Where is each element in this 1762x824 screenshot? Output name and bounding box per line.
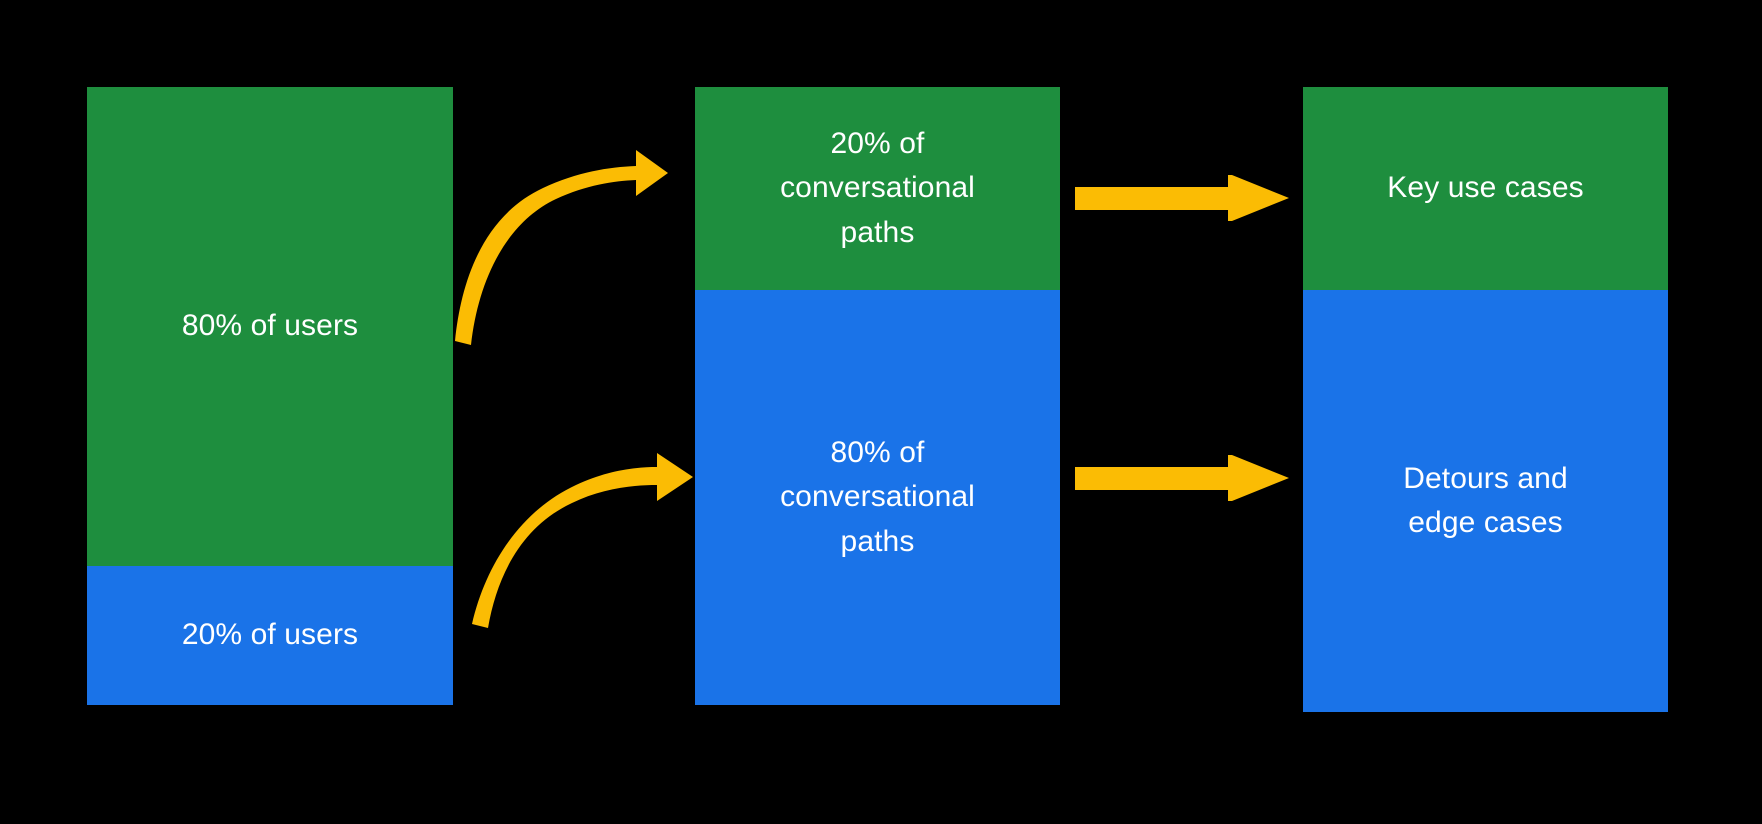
outcomes-column: Key use cases Detours and edge cases xyxy=(1303,87,1668,712)
users-column: 80% of users 20% of users xyxy=(87,87,453,705)
segment-paths-minority-label: 20% of conversational paths xyxy=(780,126,975,249)
segment-outcome-detours[interactable]: Detours and edge cases xyxy=(1303,290,1668,712)
segment-outcome-detours-label: Detours and edge cases xyxy=(1403,461,1568,539)
segment-paths-majority[interactable]: 80% of conversational paths xyxy=(695,290,1060,705)
arrow-users-majority-to-paths-minority[interactable] xyxy=(450,145,675,350)
segment-paths-majority-label: 80% of conversational paths xyxy=(780,435,975,558)
arrow-paths-majority-to-outcome-detours[interactable] xyxy=(1075,453,1290,503)
arrow-users-minority-to-paths-majority[interactable] xyxy=(465,450,700,632)
segment-users-majority[interactable]: 80% of users xyxy=(87,87,453,566)
segment-users-majority-label: 80% of users xyxy=(181,309,359,343)
segment-users-minority[interactable]: 20% of users xyxy=(87,566,453,705)
arrow-paths-minority-to-outcome-key[interactable] xyxy=(1075,173,1290,223)
conversational-paths-column: 20% of conversational paths 80% of conve… xyxy=(695,87,1060,705)
segment-paths-minority[interactable]: 20% of conversational paths xyxy=(695,87,1060,290)
segment-outcome-key[interactable]: Key use cases xyxy=(1303,87,1668,290)
segment-outcome-key-label: Key use cases xyxy=(1387,171,1584,205)
segment-users-minority-label: 20% of users xyxy=(181,618,359,652)
